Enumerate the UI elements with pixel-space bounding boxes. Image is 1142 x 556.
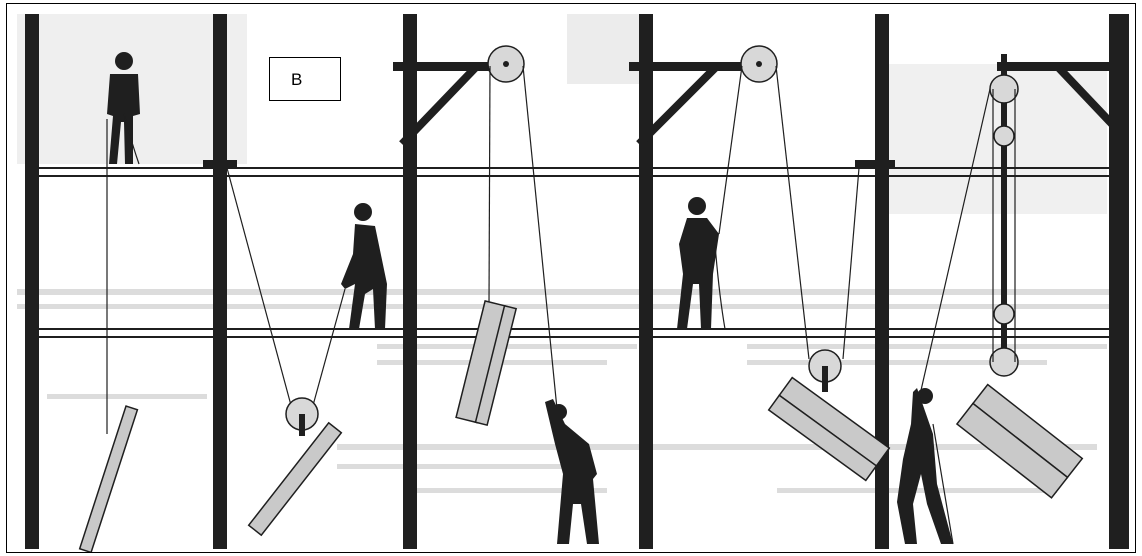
illustration-frame: B — [6, 3, 1136, 553]
panel-2-fixed-pulley — [203, 160, 387, 535]
panel-4-jib-beam — [629, 46, 895, 480]
load-beam — [80, 406, 138, 552]
worker-figure — [677, 197, 719, 329]
pulley-icon — [990, 348, 1018, 376]
pulley-icon — [990, 75, 1018, 103]
hoisting-methods-illustration — [7, 4, 1136, 553]
panel-label: B — [291, 70, 302, 90]
pulley-icon — [994, 126, 1014, 146]
worker-figure — [545, 399, 599, 544]
worker-figure — [341, 203, 387, 329]
pulley-icon — [994, 304, 1014, 324]
panel-label-box: B — [269, 57, 341, 101]
worker-figure — [897, 388, 953, 544]
